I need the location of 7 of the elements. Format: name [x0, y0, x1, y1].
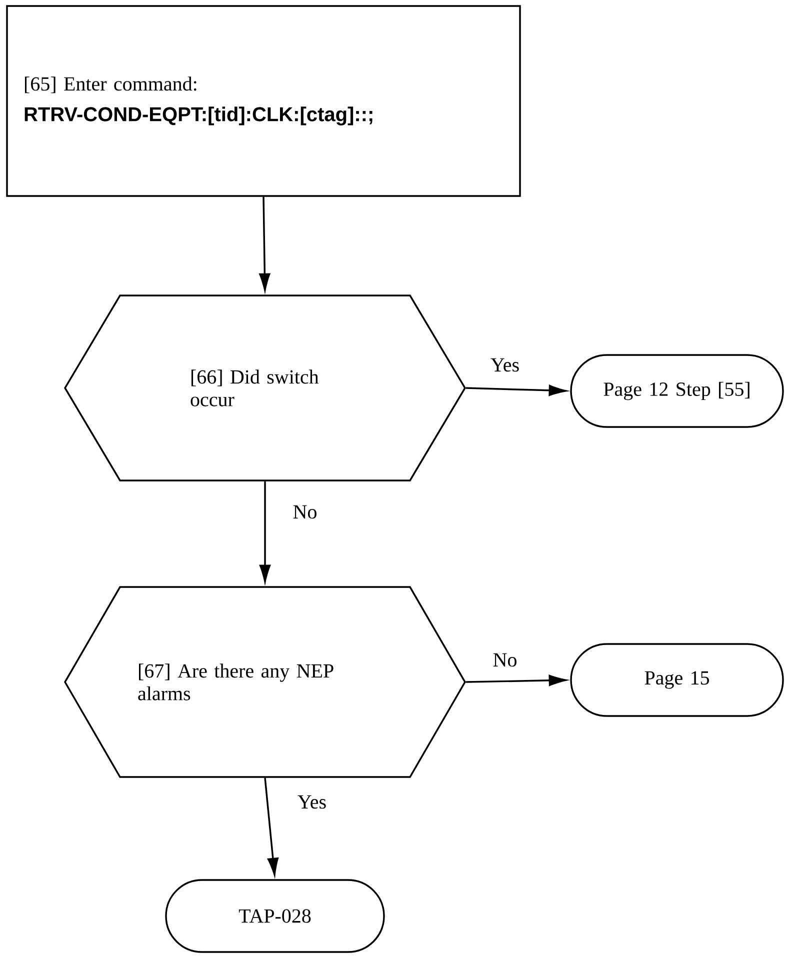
- decision-hexagon: [66] Did switch occur: [64, 294, 466, 482]
- decision-hexagon: [67] Are there any NEP alarms: [64, 586, 466, 778]
- process-box: [65] Enter command: RTRV-COND-EQPT:[tid]:CLK:[ctag]::;: [6, 5, 521, 197]
- edge-label: No: [491, 652, 519, 668]
- edge-label: No: [291, 504, 319, 520]
- edge-label: Yes: [296, 794, 328, 810]
- edge-label: Yes: [489, 357, 521, 373]
